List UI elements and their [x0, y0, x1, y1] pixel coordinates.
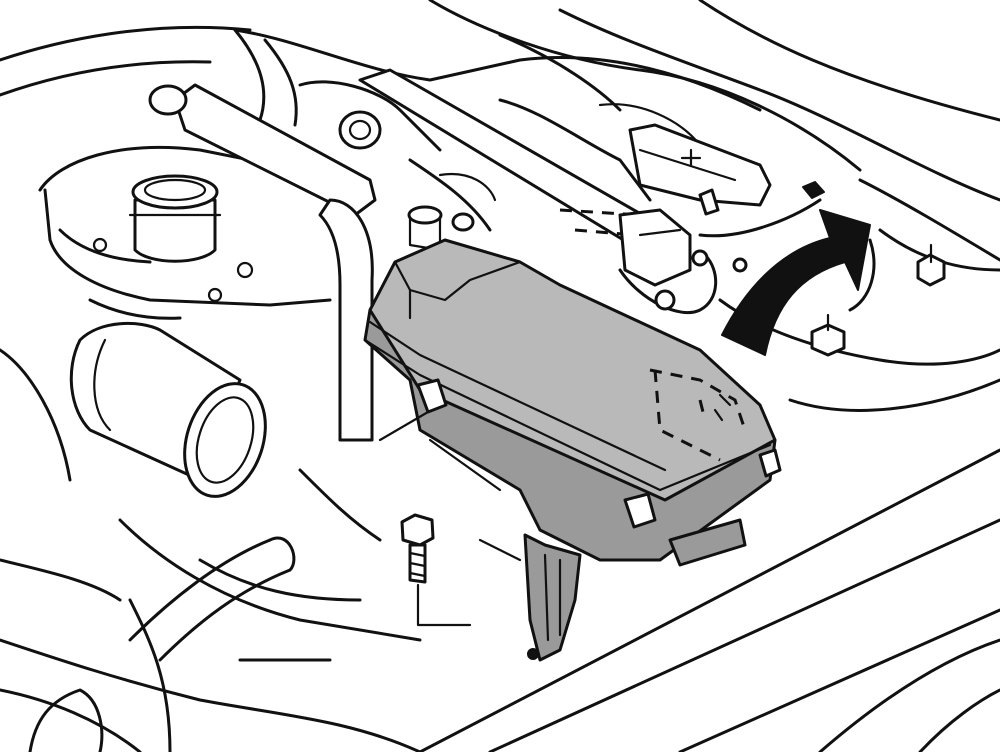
positive-terminal-icon	[680, 148, 702, 168]
bolt-icon	[810, 313, 846, 357]
bolt-icon	[400, 513, 472, 627]
bolt-icon	[916, 243, 946, 287]
engine-components	[38, 28, 946, 498]
curved-arrow-icon	[721, 209, 871, 356]
relay-box-housing	[363, 238, 782, 662]
